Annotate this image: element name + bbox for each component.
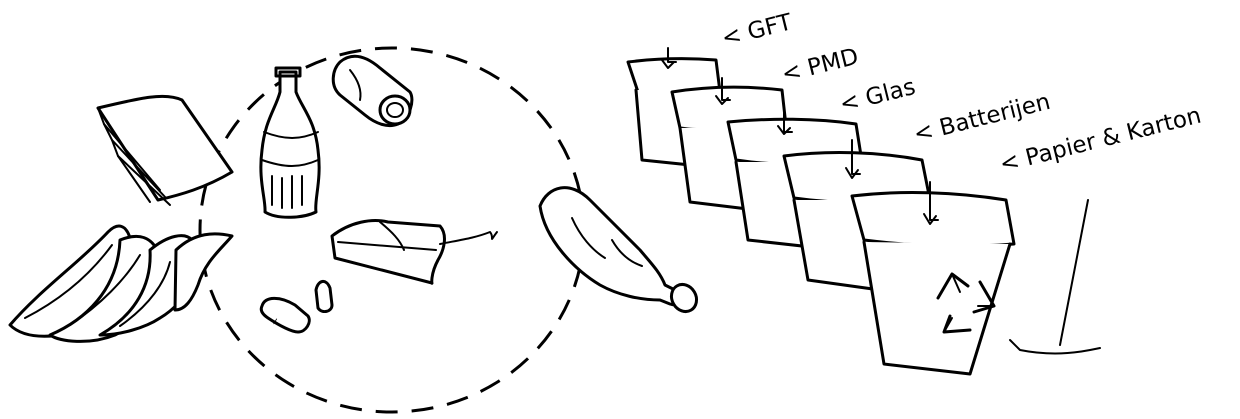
folded-paper-icon — [98, 96, 232, 205]
bin-papier-karton — [852, 182, 1014, 374]
wall-line — [1010, 200, 1100, 353]
label-glas: < Glas — [837, 74, 918, 118]
glass-bottle-icon — [261, 68, 319, 217]
banana-peel-icon — [10, 226, 232, 341]
label-gft: < GFT — [719, 9, 795, 52]
label-pmd: < PMD — [779, 44, 861, 88]
plastic-bottle-icon — [540, 188, 701, 316]
can-icon — [333, 56, 412, 125]
drink-carton-icon — [332, 221, 497, 284]
batteries-icon: + — [261, 281, 332, 332]
label-batterijen: < Batterijen — [911, 89, 1053, 148]
